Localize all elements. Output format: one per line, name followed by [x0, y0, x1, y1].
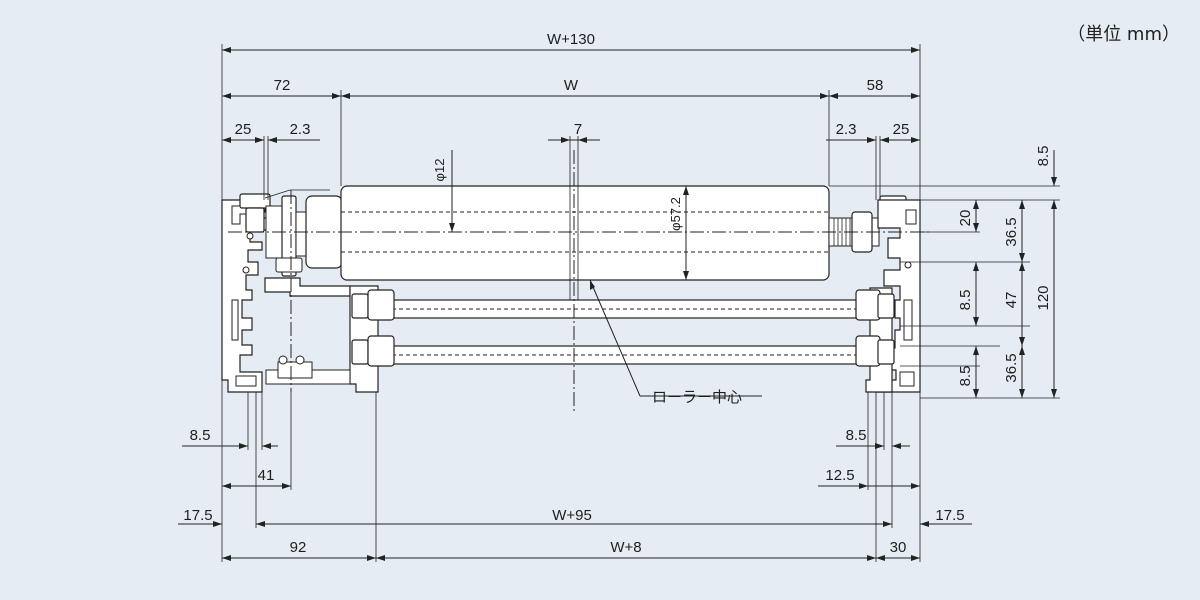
center-lines [228, 150, 930, 412]
dim-roller-diameter: φ57.2 [668, 197, 683, 231]
dim-left-41: 41 [258, 467, 275, 484]
unit-note: （単位 mm） [1067, 24, 1180, 45]
dim-left-8-5: 8.5 [190, 427, 211, 444]
dim-left-offset: 72 [274, 77, 291, 94]
bolts [351, 289, 895, 367]
dim-overall-width: W+130 [547, 31, 595, 48]
dim-shaft-diameter: φ12 [432, 159, 447, 182]
roller [340, 185, 830, 281]
dim-right-8-5-mid: 8.5 [957, 290, 974, 311]
dim-right-offset: 58 [867, 77, 884, 94]
dim-right-36-5-top: 36.5 [1003, 217, 1020, 246]
dim-right-36-5-low: 36.5 [1003, 353, 1020, 382]
dim-right-17-5: 17.5 [935, 507, 964, 524]
dim-bottom-w8: W+8 [610, 539, 641, 556]
dim-right-8-5-bottom: 8.5 [846, 427, 867, 444]
dim-left-25: 25 [235, 121, 252, 138]
dim-bottom-92: 92 [290, 539, 307, 556]
dim-bottom-w95: W+95 [552, 507, 592, 524]
cross-tube-upper [377, 299, 871, 319]
roller-center-label: ローラー中心 [652, 389, 742, 406]
dim-roller-width: W [564, 77, 579, 94]
arrowheads [213, 47, 1057, 561]
left-frame [221, 199, 271, 393]
dim-right-12-5: 12.5 [825, 467, 854, 484]
dim-right-120: 120 [1035, 285, 1052, 310]
dim-top-8-5: 8.5 [1035, 146, 1052, 167]
dim-right-2-3: 2.3 [836, 121, 857, 138]
dim-right-8-5-low: 8.5 [957, 366, 974, 387]
right-frame [875, 199, 921, 393]
dim-left-2-3: 2.3 [290, 121, 311, 138]
cross-tube-lower [377, 345, 871, 365]
dim-center-7: 7 [574, 121, 582, 138]
dim-right-25: 25 [893, 121, 910, 138]
dim-right-47: 47 [1003, 292, 1020, 309]
dim-bottom-30: 30 [890, 539, 907, 556]
dim-left-17-5: 17.5 [183, 507, 212, 524]
dim-right-20: 20 [957, 210, 974, 227]
